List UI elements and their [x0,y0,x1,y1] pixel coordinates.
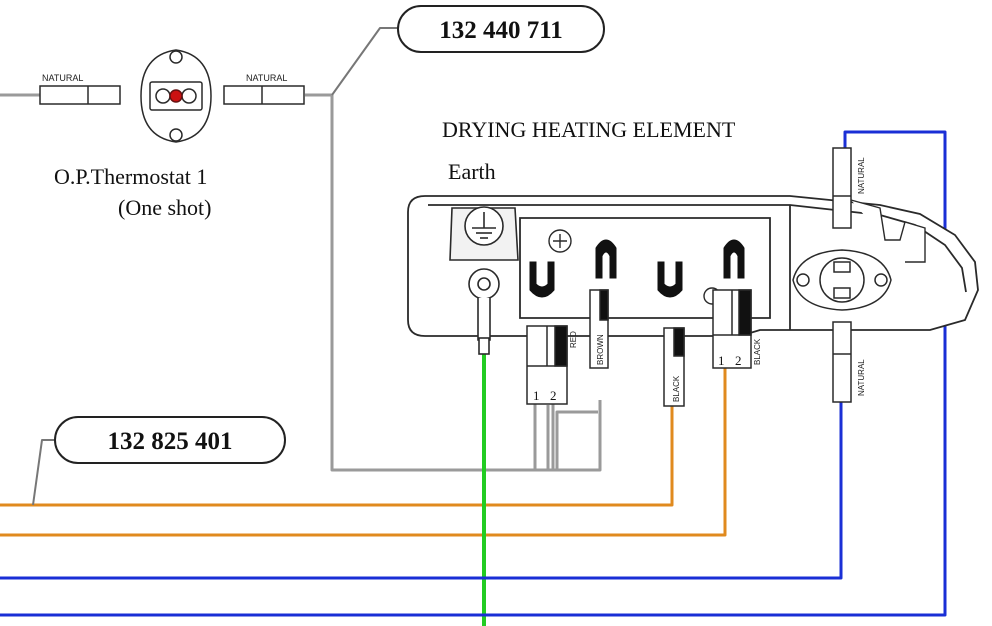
black-label-1: BLACK [672,375,681,402]
natural-label-top-vertical: NATURAL [857,157,866,194]
orange-wire-top [0,405,674,507]
leader-line-top [331,27,398,96]
pin-1b: 1 [718,353,725,368]
connector-black-1 [663,327,685,407]
connector-brown [589,289,609,369]
grey-wire-inner [546,405,598,470]
part-number-callout-top: 132 440 711 [397,5,605,53]
leader-line-left [32,439,55,506]
natural-connector-left [39,85,121,105]
grey-wire-thermo-out [305,93,602,472]
pin-2b: 2 [735,353,742,368]
thermostat-type: (One shot) [118,195,211,220]
natural-label-left: NATURAL [42,73,83,83]
wires [0,27,947,626]
connector-black-2 [712,289,752,369]
terminals [529,239,745,298]
orange-wire-bottom [0,368,727,537]
part-number-top: 132 440 711 [439,17,563,44]
element-title: DRYING HEATING ELEMENT [442,117,736,142]
thermostat-element [792,249,892,311]
natural-connector-top-vertical [832,147,852,229]
screw-icon [548,229,572,253]
part-number-callout-left: 132 825 401 [54,416,286,464]
natural-label-bottom-vertical: NATURAL [857,359,866,396]
thermostat-name: O.P.Thermostat 1 [54,164,207,189]
natural-label-right: NATURAL [246,73,287,83]
natural-connector-right [223,85,305,105]
natural-connector-bottom-vertical [832,321,852,403]
part-number-left: 132 825 401 [108,428,233,455]
pin-1a: 1 [533,388,540,403]
black-label-2: BLACK [753,338,762,365]
brown-label: BROWN [596,334,605,365]
earth-label: Earth [448,159,496,184]
pin-2a: 2 [550,388,557,403]
earth-terminal [449,206,519,355]
connector-red [526,325,568,405]
red-label: RED [569,331,578,348]
thermostat-op-1 [140,49,212,143]
element-bracket [850,199,926,263]
blue-wire-upper [0,130,947,617]
blue-wire-lower [0,400,843,580]
